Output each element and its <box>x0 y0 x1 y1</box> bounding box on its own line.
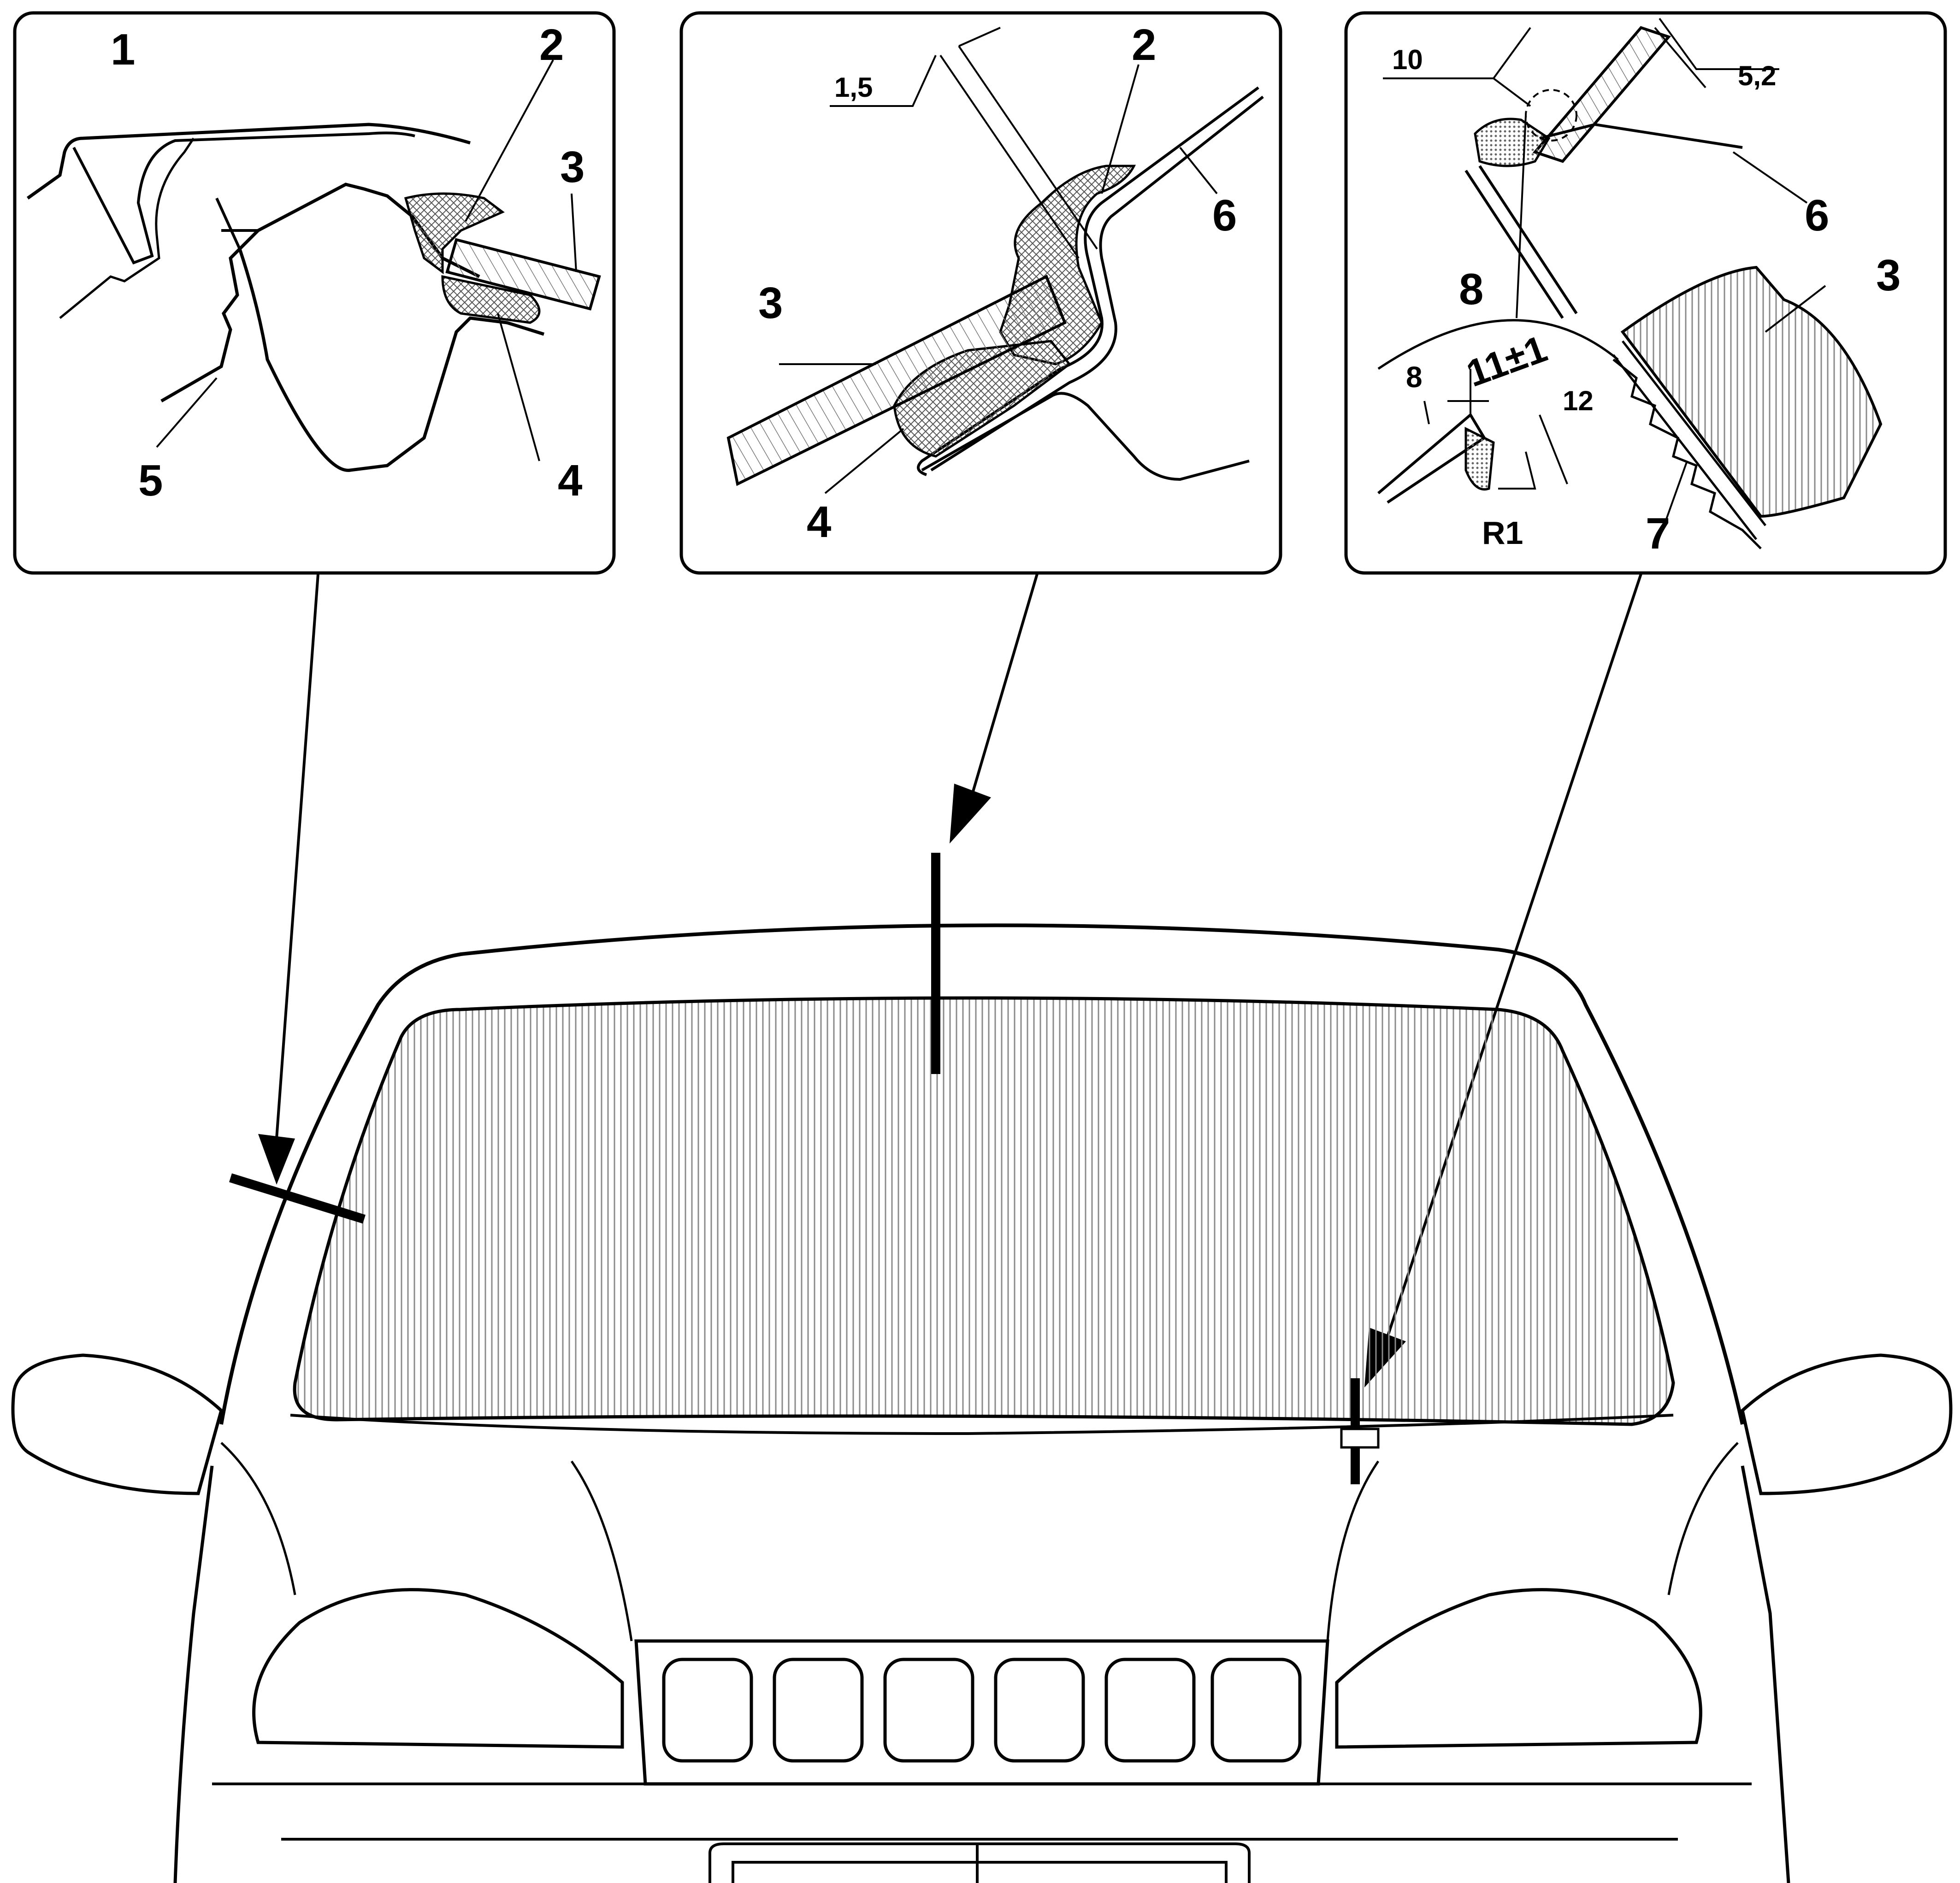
profile-leaders <box>1423 115 1568 490</box>
grille-slot-2 <box>773 1658 864 1763</box>
car-body-outline <box>219 923 1744 1425</box>
roof-panel <box>26 123 471 200</box>
label-1: 1 <box>111 25 135 74</box>
grille-slot-3 <box>883 1658 974 1763</box>
label-2: 2 <box>1132 20 1156 70</box>
label-3: 3 <box>560 142 584 192</box>
panel-frame <box>1344 11 1947 575</box>
license-plate <box>708 1842 1251 1883</box>
roof-reinforcement <box>72 131 415 265</box>
dimension-1-5: 1,5 <box>834 72 873 103</box>
dimension-12: 12 <box>1563 385 1594 416</box>
body-panel-6 <box>1464 123 1743 319</box>
mirror-right <box>1741 1353 1953 1495</box>
grille-slot-5 <box>1104 1658 1196 1763</box>
mirror-left <box>11 1353 223 1495</box>
grille-slot-4 <box>994 1658 1085 1763</box>
windshield-frame <box>290 1414 1674 1435</box>
dimension-lines <box>830 27 1098 259</box>
profile-section <box>1377 413 1487 504</box>
dimension-10: 10 <box>1392 44 1423 75</box>
leader-lines <box>779 64 1218 494</box>
grille-slot-1 <box>662 1658 753 1763</box>
label-5: 5 <box>138 456 163 505</box>
arrow-left-line <box>275 573 319 1139</box>
glass-3 <box>445 238 601 311</box>
seal-strip <box>1612 340 1766 540</box>
body-panel-6 <box>917 86 1259 476</box>
label-4: 4 <box>807 497 831 547</box>
label-2: 2 <box>539 20 564 70</box>
panel-frame <box>13 11 616 575</box>
leader-lines <box>1663 151 1826 526</box>
glass-3 <box>1620 266 1883 518</box>
roof-panel-inner <box>59 137 195 319</box>
headlight-right <box>1335 1588 1702 1749</box>
section-mark-left <box>229 1173 366 1224</box>
dimension-r1: R1 <box>1482 515 1523 551</box>
detail-arc <box>1377 319 1619 370</box>
wiper-pivot <box>1340 1428 1380 1449</box>
pillar-stub <box>215 197 258 250</box>
dimension-5-2: 5,2 <box>1738 60 1776 91</box>
windshield-glass <box>293 996 1675 1426</box>
label-3: 3 <box>1876 251 1901 300</box>
glass-upper-detail <box>1532 26 1671 163</box>
section-panel-right: 10 5,2 6 8 3 7 8 11±1 12 R1 <box>1344 11 1947 575</box>
dimension-8: 8 <box>1406 360 1423 394</box>
glass-3 <box>726 274 1067 486</box>
hood-lines <box>220 1442 1739 1641</box>
label-3: 3 <box>758 278 783 328</box>
profile-detail-8 <box>1464 426 1495 490</box>
dimension-lines-upper <box>1383 18 1779 107</box>
label-4: 4 <box>558 456 582 505</box>
label-6: 6 <box>1212 191 1237 240</box>
car-body-lower <box>173 1465 1790 1883</box>
section-panel-left: 1 2 3 4 5 <box>13 11 616 575</box>
bumper-lines <box>212 1783 1752 1841</box>
clip-teeth-7 <box>1612 359 1762 549</box>
headlight-left <box>252 1588 624 1749</box>
pillar-inner <box>238 248 545 472</box>
arrow-middle-head <box>950 784 991 844</box>
arrow-left-head <box>258 1134 295 1185</box>
seal-2 <box>404 192 505 274</box>
section-panel-middle: 1,5 2 6 3 4 <box>679 11 1282 575</box>
adhesive-4 <box>441 275 541 324</box>
leader-lines <box>156 59 577 461</box>
label-6: 6 <box>1805 191 1829 240</box>
label-8: 8 <box>1459 265 1483 314</box>
grille-slot-6 <box>1210 1658 1302 1763</box>
body-flange <box>921 392 1250 481</box>
body-panel-6-inner <box>930 95 1264 472</box>
arrow-middle-line <box>971 573 1039 793</box>
car-front-view <box>11 853 1953 1883</box>
label-7: 7 <box>1646 509 1670 558</box>
seal-2 <box>1474 118 1551 167</box>
